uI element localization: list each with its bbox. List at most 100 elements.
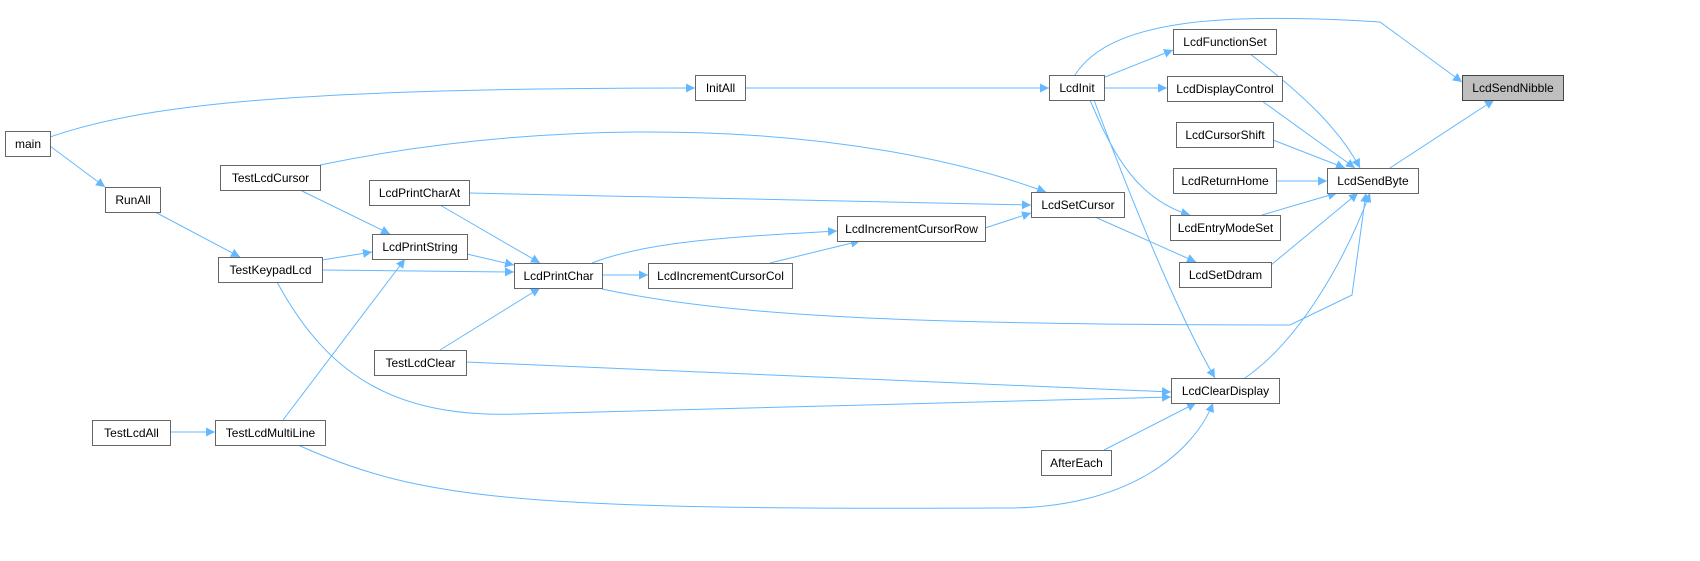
node-box bbox=[5, 131, 51, 157]
node-box bbox=[218, 257, 323, 283]
node-lcdcleardisplay[interactable]: LcdClearDisplay bbox=[1171, 378, 1280, 404]
node-label: TestKeypadLcd bbox=[229, 263, 311, 277]
node-box bbox=[695, 75, 746, 101]
node-lcdsendnibble[interactable]: LcdSendNibble bbox=[1462, 75, 1564, 101]
node-box bbox=[220, 165, 321, 191]
node-label: TestLcdMultiLine bbox=[226, 426, 316, 440]
edge-testlcdcursor-to-lcdprintstring bbox=[299, 189, 391, 235]
node-box bbox=[1173, 29, 1277, 55]
edge-lcdcursorshift-to-lcdsendbyte bbox=[1272, 139, 1346, 169]
node-lcdinit[interactable]: LcdInit bbox=[1049, 75, 1105, 101]
node-lcdincrementcursorcol[interactable]: LcdIncrementCursorCol bbox=[648, 263, 793, 289]
node-box bbox=[374, 350, 467, 376]
edge-lcdsendbyte-to-lcdsendnibble bbox=[1389, 99, 1495, 169]
edge-main-to-initall bbox=[49, 83, 696, 138]
node-lcdfunctionset[interactable]: LcdFunctionSet bbox=[1173, 29, 1277, 55]
edge-testlcdmultiline-to-lcdprintstring bbox=[282, 258, 406, 421]
node-lcdsetcursor[interactable]: LcdSetCursor bbox=[1031, 192, 1125, 218]
edge-lcdinit-to-lcdcleardisplay bbox=[1093, 99, 1216, 379]
node-label: LcdIncrementCursorCol bbox=[657, 269, 784, 283]
node-box bbox=[1049, 75, 1105, 101]
node-label: LcdIncrementCursorRow bbox=[845, 222, 978, 236]
node-box bbox=[1031, 192, 1125, 218]
node-lcdprintstring[interactable]: LcdPrintString bbox=[372, 234, 468, 260]
edge-main-to-runall bbox=[49, 145, 106, 188]
edge-lcdsetddram-to-lcdsendbyte bbox=[1270, 192, 1359, 266]
node-label: TestLcdClear bbox=[385, 356, 455, 370]
node-label: LcdFunctionSet bbox=[1183, 35, 1267, 49]
node-lcddisplaycontrol[interactable]: LcdDisplayControl bbox=[1167, 76, 1283, 102]
edge-lcdprintcharat-to-lcdsetcursor bbox=[468, 192, 1032, 210]
node-box bbox=[648, 263, 793, 289]
edge-lcdinit-to-lcdentrymodeset bbox=[1089, 99, 1191, 217]
node-box bbox=[1327, 168, 1419, 194]
edge-lcdinit-to-lcdsendnibble bbox=[1074, 17, 1463, 83]
edge-testlcdmultiline-to-lcdcleardisplay bbox=[297, 402, 1214, 509]
node-lcdprintcharat[interactable]: LcdPrintCharAt bbox=[369, 180, 470, 206]
node-runall[interactable]: RunAll bbox=[105, 187, 161, 213]
node-label: LcdReturnHome bbox=[1181, 174, 1269, 188]
node-box bbox=[837, 216, 986, 242]
node-box bbox=[1171, 378, 1280, 404]
node-lcdcursorshift[interactable]: LcdCursorShift bbox=[1176, 122, 1274, 148]
node-label: AfterEach bbox=[1050, 456, 1103, 470]
node-box bbox=[1179, 262, 1272, 288]
node-testlcdmultiline[interactable]: TestLcdMultiLine bbox=[215, 420, 326, 446]
node-box bbox=[1173, 168, 1277, 194]
node-lcdentrymodeset[interactable]: LcdEntryModeSet bbox=[1170, 215, 1281, 241]
node-testkeypadlcd[interactable]: TestKeypadLcd bbox=[218, 257, 323, 283]
node-label: LcdPrintString bbox=[382, 240, 457, 254]
edge-testkeypadlcd-to-lcdprintstring bbox=[321, 248, 373, 261]
edge-testlcdcursor-to-lcdsetcursor bbox=[319, 131, 1047, 194]
node-label: LcdSetCursor bbox=[1041, 198, 1114, 212]
edge-runall-to-testkeypadlcd bbox=[154, 211, 241, 258]
edge-lcdprintchar-to-lcdsendbyte bbox=[601, 192, 1370, 326]
node-lcdsendbyte[interactable]: LcdSendByte bbox=[1327, 168, 1419, 194]
node-box bbox=[1462, 75, 1564, 101]
node-label: LcdPrintChar bbox=[523, 269, 593, 283]
node-box bbox=[105, 187, 161, 213]
node-testlcdall[interactable]: TestLcdAll bbox=[92, 420, 171, 446]
edge-testkeypadlcd-to-lcdcleardisplay bbox=[276, 281, 1172, 415]
node-label: TestLcdCursor bbox=[232, 171, 309, 185]
edge-testlcdclear-to-lcdprintchar bbox=[439, 287, 541, 351]
node-label: RunAll bbox=[115, 193, 150, 207]
node-box bbox=[215, 420, 326, 446]
edge-lcdsetcursor-to-lcdsetddram bbox=[1094, 216, 1197, 263]
node-box bbox=[372, 234, 468, 260]
edge-lcdprintchar-to-lcdincrementcursorrow bbox=[591, 227, 838, 264]
node-label: LcdPrintCharAt bbox=[379, 186, 461, 200]
node-testlcdclear[interactable]: TestLcdClear bbox=[374, 350, 467, 376]
node-box bbox=[1170, 215, 1281, 241]
edge-lcdincrementcursorrow-to-lcdsetcursor bbox=[984, 211, 1032, 229]
node-box bbox=[514, 263, 603, 289]
edge-lcdentrymodeset-to-lcdsendbyte bbox=[1261, 191, 1338, 216]
edge-lcdfunctionset-to-lcdsendbyte bbox=[1249, 53, 1361, 169]
node-label: LcdCursorShift bbox=[1185, 128, 1265, 142]
edge-aftereach-to-lcdcleardisplay bbox=[1103, 402, 1197, 451]
node-label: main bbox=[15, 137, 41, 151]
node-label: LcdClearDisplay bbox=[1182, 384, 1269, 398]
node-aftereach[interactable]: AfterEach bbox=[1041, 450, 1112, 476]
node-lcdsetddram[interactable]: LcdSetDdram bbox=[1179, 262, 1272, 288]
edge-lcddisplaycontrol-to-lcdsendbyte bbox=[1261, 100, 1356, 169]
node-box bbox=[1167, 76, 1283, 102]
node-label: LcdSendNibble bbox=[1472, 81, 1554, 95]
node-box bbox=[92, 420, 171, 446]
edges-layer bbox=[49, 17, 1495, 509]
edge-lcdprintcharat-to-lcdprintchar bbox=[439, 204, 541, 264]
edge-lcdcleardisplay-to-lcdsendbyte bbox=[1244, 192, 1372, 379]
node-label: InitAll bbox=[706, 81, 735, 95]
node-initall[interactable]: InitAll bbox=[695, 75, 746, 101]
node-testlcdcursor[interactable]: TestLcdCursor bbox=[220, 165, 321, 191]
node-lcdincrementcursorrow[interactable]: LcdIncrementCursorRow bbox=[837, 216, 986, 242]
edge-lcdincrementcursorcol-to-lcdincrementcursorrow bbox=[769, 238, 861, 264]
edge-lcdinit-to-lcdfunctionset bbox=[1099, 49, 1174, 80]
node-lcdreturnhome[interactable]: LcdReturnHome bbox=[1173, 168, 1277, 194]
edge-lcdprintstring-to-lcdprintchar bbox=[466, 253, 515, 268]
node-box bbox=[369, 180, 470, 206]
node-main[interactable]: main bbox=[5, 131, 51, 157]
node-lcdprintchar[interactable]: LcdPrintChar bbox=[514, 263, 603, 289]
node-label: LcdSetDdram bbox=[1189, 268, 1262, 282]
